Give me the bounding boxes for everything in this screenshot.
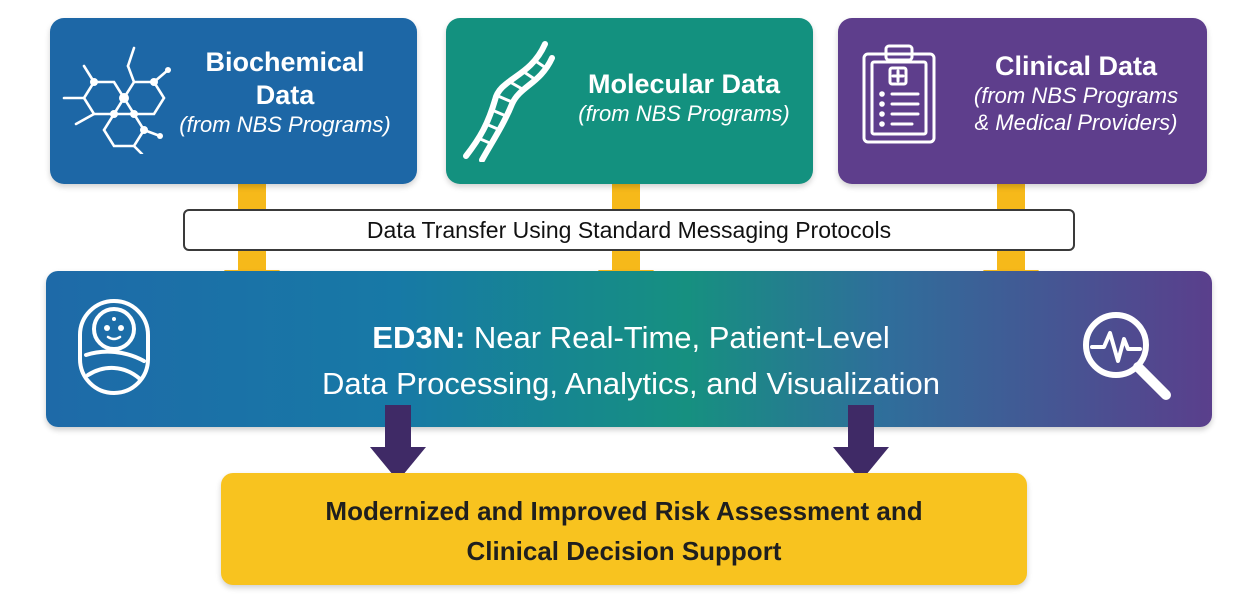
swaddled-baby-icon: [78, 299, 150, 395]
outcome-line-2: Clinical Decision Support: [466, 536, 782, 566]
source-subtitle: (from NBS Programs): [179, 111, 391, 137]
ed3n-line-2: Data Processing, Analytics, and Visualiz…: [321, 366, 941, 401]
molecule-network-icon: [62, 46, 171, 154]
biochemical-data-text: Biochemical Data (from NBS Programs): [170, 46, 400, 139]
arrow-ed3n-to-outcome-left: [370, 405, 426, 481]
outcome-line-1: Modernized and Improved Risk Assessment …: [325, 496, 923, 526]
ed3n-line-1: ED3N: Near Real-Time, Patient-Level: [286, 315, 976, 361]
dna-helix-icon: [463, 41, 555, 162]
ed3n-line-1-rest: Near Real-Time, Patient-Level: [465, 320, 890, 355]
magnifier-pulse-icon: [1083, 312, 1171, 400]
source-title-line: Biochemical: [205, 47, 365, 77]
clinical-data-box: Clinical Data (from NBS Programs & Medic…: [838, 18, 1207, 184]
arrow-ed3n-to-outcome-right: [833, 405, 889, 481]
molecular-data-box: Molecular Data (from NBS Programs): [446, 18, 813, 184]
clipboard-icon: [862, 44, 936, 144]
data-transfer-bar: Data Transfer Using Standard Messaging P…: [183, 209, 1075, 251]
source-subtitle: & Medical Providers): [974, 109, 1178, 135]
ed3n-description: ED3N: Near Real-Time, Patient-Level Data…: [286, 315, 976, 407]
molecular-data-text: Molecular Data (from NBS Programs): [564, 68, 804, 128]
source-title-line: Clinical Data: [994, 51, 1158, 81]
ed3n-name: ED3N:: [372, 320, 466, 355]
ed3n-platform-box: ED3N: Near Real-Time, Patient-Level Data…: [46, 271, 1212, 427]
source-title-line: Molecular Data: [587, 69, 781, 99]
source-subtitle: (from NBS Programs: [973, 82, 1179, 108]
source-title-line: Data: [255, 79, 315, 110]
biochemical-data-box: Biochemical Data (from NBS Programs): [50, 18, 417, 184]
outcome-box: Modernized and Improved Risk Assessment …: [221, 473, 1027, 585]
source-subtitle: (from NBS Programs): [578, 100, 790, 126]
clinical-data-text: Clinical Data (from NBS Programs & Medic…: [956, 50, 1196, 137]
